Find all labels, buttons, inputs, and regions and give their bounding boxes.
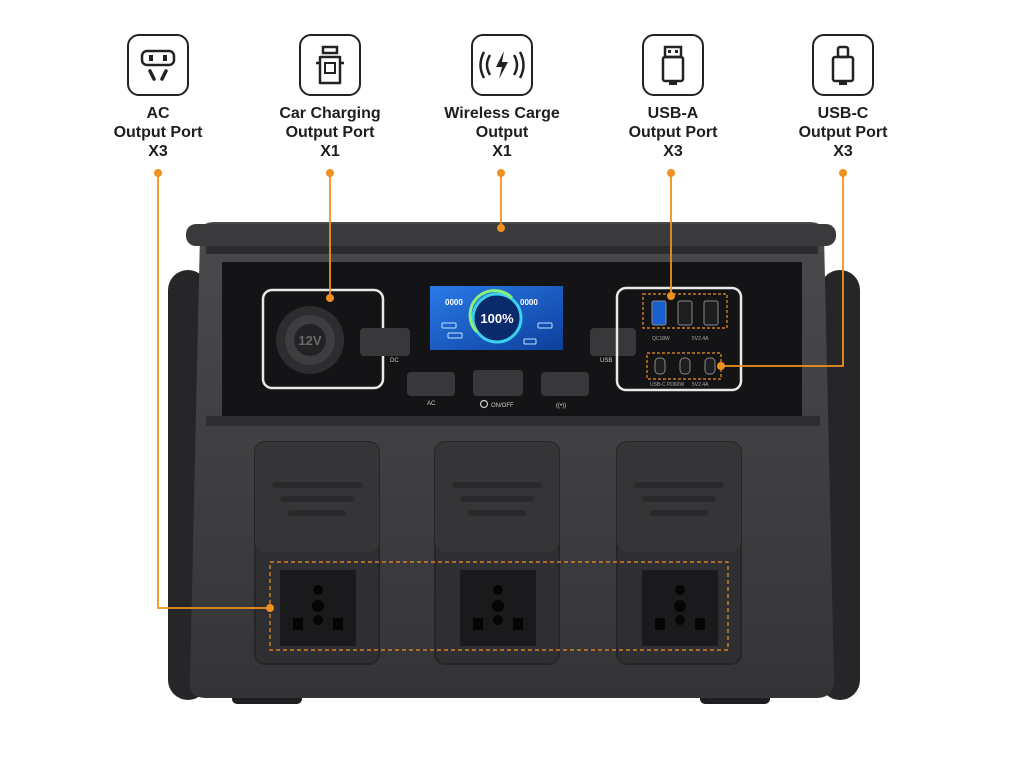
usb-a-port-3 (703, 300, 719, 326)
callout-car-qty: X1 (320, 143, 340, 160)
wireless-button-label: ((•)) (556, 403, 566, 409)
usb-a-highlight (642, 293, 728, 329)
power-button[interactable] (473, 370, 523, 396)
ac-button-label: AC (427, 401, 436, 407)
ac-socket-face-3 (655, 585, 705, 630)
ac-outlet-module-1 (254, 441, 380, 665)
usb-a-port-2 (677, 300, 693, 326)
lcd-output-readout: 0000 (520, 298, 538, 307)
ac-outlet-module-3 (616, 441, 742, 665)
usb-c-port-2 (679, 357, 691, 375)
usb-button[interactable] (590, 328, 636, 356)
callout-usba-qty: X3 (663, 143, 683, 160)
leader-dots (154, 169, 847, 612)
power-icon (479, 399, 489, 409)
car-charger-icon (299, 34, 361, 96)
wireless-button[interactable] (541, 372, 589, 396)
car-socket-label: 12V (298, 333, 321, 348)
ac-socket-face-2 (473, 585, 523, 630)
callout-ac-qty: X3 (148, 143, 168, 160)
callout-usbc-qty: X3 (833, 143, 853, 160)
lcd-battery-percent: 100% (480, 311, 514, 326)
lcd-input-readout: 0000 (445, 298, 463, 307)
ac-button[interactable] (407, 372, 455, 396)
ac-plug-icon (127, 34, 189, 96)
ac-outlet-module-2 (434, 441, 560, 665)
callout-wireless-qty: X1 (492, 143, 512, 160)
top-ridge (186, 224, 836, 246)
usb-a-port-qc (651, 300, 667, 326)
usb-c-port-1 (654, 357, 666, 375)
usb-c-spec-left: USB-C PD60W (650, 382, 684, 388)
ac-socket-face-1 (293, 585, 343, 630)
wireless-charge-icon (471, 34, 533, 96)
dc-button[interactable] (360, 328, 410, 356)
usb-c-spec-right: 5V2.4A (692, 382, 709, 388)
usb-a-spec-left: QC18W (652, 336, 670, 342)
usb-button-label: USB (600, 358, 612, 364)
usb-a-spec-right: 5V2.4A (692, 336, 709, 342)
usb-port-frame (615, 286, 743, 392)
power-button-label: ON/OFF (491, 403, 514, 409)
usb-a-icon (642, 34, 704, 96)
usb-c-port-3 (704, 357, 716, 375)
usb-c-icon (812, 34, 874, 96)
dc-button-label: DC (390, 358, 399, 364)
leader-lines (157, 173, 844, 609)
